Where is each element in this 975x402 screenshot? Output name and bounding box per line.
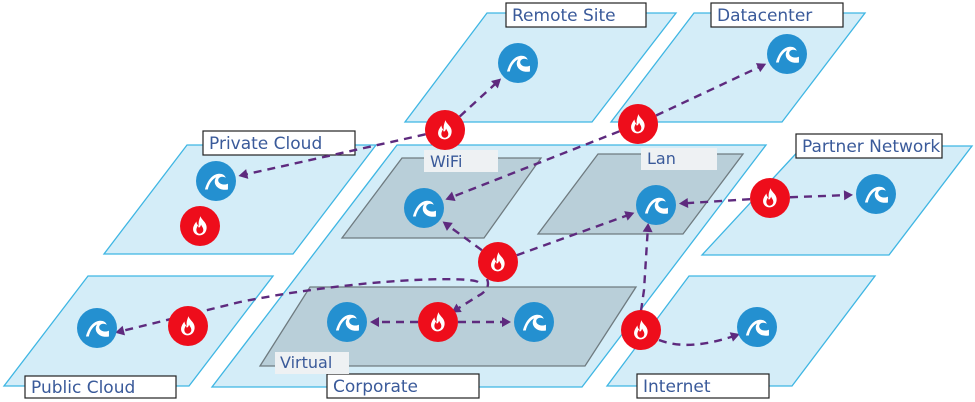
zone-label-box [202, 130, 356, 156]
zone-label-box [636, 373, 770, 399]
flow-fw-internet-to-svc-lan [639, 225, 650, 312]
arrowhead [238, 169, 249, 179]
arrowhead [843, 190, 854, 201]
arrowhead [678, 198, 689, 209]
arrowhead [491, 78, 502, 89]
firewall-node-fw-private[interactable] [180, 206, 220, 246]
flow-lines [115, 63, 854, 347]
flow-fw-internet-to-svc-internet [658, 333, 738, 347]
zone-label-box [710, 2, 844, 28]
firewall-node-fw-wifi-edge[interactable] [425, 110, 465, 150]
zone-label-private-cloud: Private Cloud [209, 134, 322, 154]
subzone-label-box [275, 352, 349, 374]
zone-label-datacenter: Datacenter [717, 6, 812, 26]
zone-label-box [326, 373, 480, 399]
flow-fw-lan-edge-to-svc-datacenter [655, 63, 764, 117]
zone-label-box [24, 375, 177, 399]
flow-fw-wifi-edge-to-svc-remote [458, 79, 500, 118]
zone-remote-site: Remote Site [403, 2, 678, 123]
firewall-node-fw-virtual[interactable] [418, 302, 458, 342]
subzone-wifi: WiFi [340, 150, 543, 239]
zone-label-remote-site: Remote Site [512, 6, 616, 26]
zone-public-cloud: Public Cloud [2, 275, 275, 399]
subzone-label-box [641, 148, 717, 170]
zone-partner-network: Partner Network [700, 133, 974, 256]
arrowhead [729, 332, 740, 342]
arrowhead [445, 191, 456, 201]
subzone-label-virtual: Virtual [280, 353, 332, 372]
firewall-node-fw-partner[interactable] [750, 178, 790, 218]
subzone-label-box [424, 150, 498, 172]
arrowhead [442, 221, 453, 231]
zone-label-public-cloud: Public Cloud [31, 378, 135, 398]
service-node-svc-private[interactable] [196, 161, 236, 201]
flow-fw-corporate-to-fw-virtual [453, 278, 490, 313]
flow-fw-partner-to-svc-partner [789, 193, 851, 199]
service-node-svc-wifi[interactable] [404, 188, 444, 228]
flow-fw-corporate-to-svc-public [117, 277, 479, 334]
service-node-svc-virtual-left[interactable] [327, 302, 367, 342]
arrowhead [642, 223, 653, 233]
firewall-node-fw-corporate[interactable] [478, 242, 518, 282]
subzone-label-wifi: WiFi [430, 152, 462, 171]
flow-fw-wifi-edge-to-svc-private [241, 133, 426, 177]
service-node-svc-datacenter[interactable] [767, 34, 807, 74]
zone-label-corporate: Corporate [333, 377, 418, 397]
zone-label-internet: Internet [643, 377, 711, 397]
zone-label-box [795, 133, 943, 159]
firewall-node-fw-internet[interactable] [621, 310, 661, 350]
flow-fw-lan-edge-to-svc-wifi [447, 130, 620, 200]
service-node-svc-remote[interactable] [498, 43, 538, 83]
firewall-node-fw-public[interactable] [168, 306, 208, 346]
subzone-label-lan: Lan [647, 149, 676, 168]
firewall-node-fw-lan-edge[interactable] [618, 104, 658, 144]
arrowhead [502, 317, 511, 327]
arrowhead [624, 211, 635, 221]
arrowhead [370, 317, 379, 327]
flow-fw-corporate-to-svc-lan [516, 212, 632, 257]
service-node-svc-virtual-right[interactable] [514, 302, 554, 342]
zone-private-cloud: Private Cloud [102, 130, 378, 255]
service-node-svc-lan[interactable] [636, 185, 676, 225]
arrowhead [115, 325, 126, 336]
zone-label-box [505, 2, 647, 28]
flow-fw-partner-to-svc-lan [681, 198, 751, 205]
zone-label-partner-network: Partner Network [802, 137, 940, 157]
nodes [77, 34, 896, 350]
service-node-svc-partner[interactable] [856, 174, 896, 214]
flow-fw-corporate-to-svc-wifi [444, 222, 483, 252]
service-node-svc-public[interactable] [77, 308, 117, 348]
arrowhead [755, 63, 767, 73]
service-node-svc-internet[interactable] [737, 307, 777, 347]
